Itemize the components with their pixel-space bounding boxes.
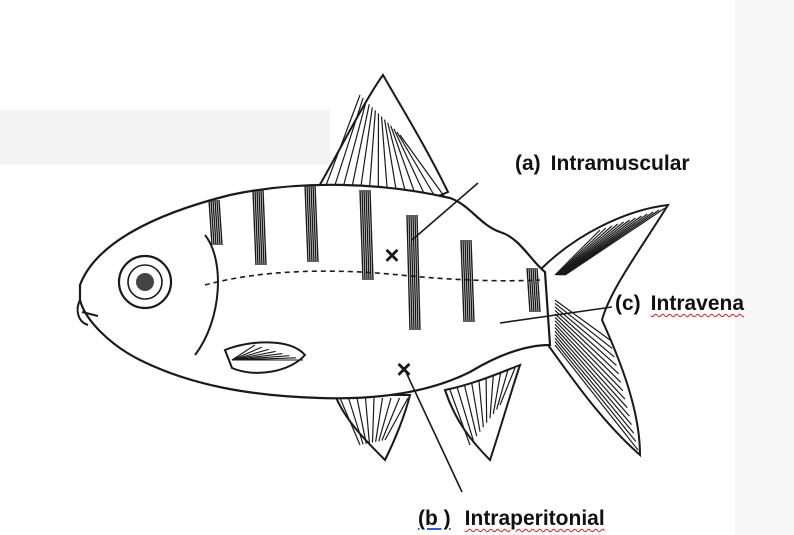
anal-fin-ray bbox=[486, 378, 487, 423]
label-c-text: Intravena bbox=[651, 292, 744, 315]
caudal-fin bbox=[540, 205, 668, 455]
label-b-text: Intraperitonial bbox=[465, 507, 605, 530]
label-intravena: (c) Intravena bbox=[615, 292, 744, 316]
fish-eye bbox=[119, 256, 171, 308]
pelvic-fin bbox=[335, 395, 410, 460]
label-a-tag: (a) bbox=[515, 152, 541, 175]
label-intramuscular: (a) Intramuscular bbox=[515, 152, 690, 176]
label-b-tag: (b ) bbox=[418, 507, 451, 530]
injection-marker-intramuscular: × bbox=[384, 240, 399, 270]
label-intraperitonial: (b ) Intraperitonial bbox=[418, 507, 605, 531]
label-a-text: Intramuscular bbox=[551, 152, 690, 175]
label-c-tag: (c) bbox=[615, 292, 641, 315]
